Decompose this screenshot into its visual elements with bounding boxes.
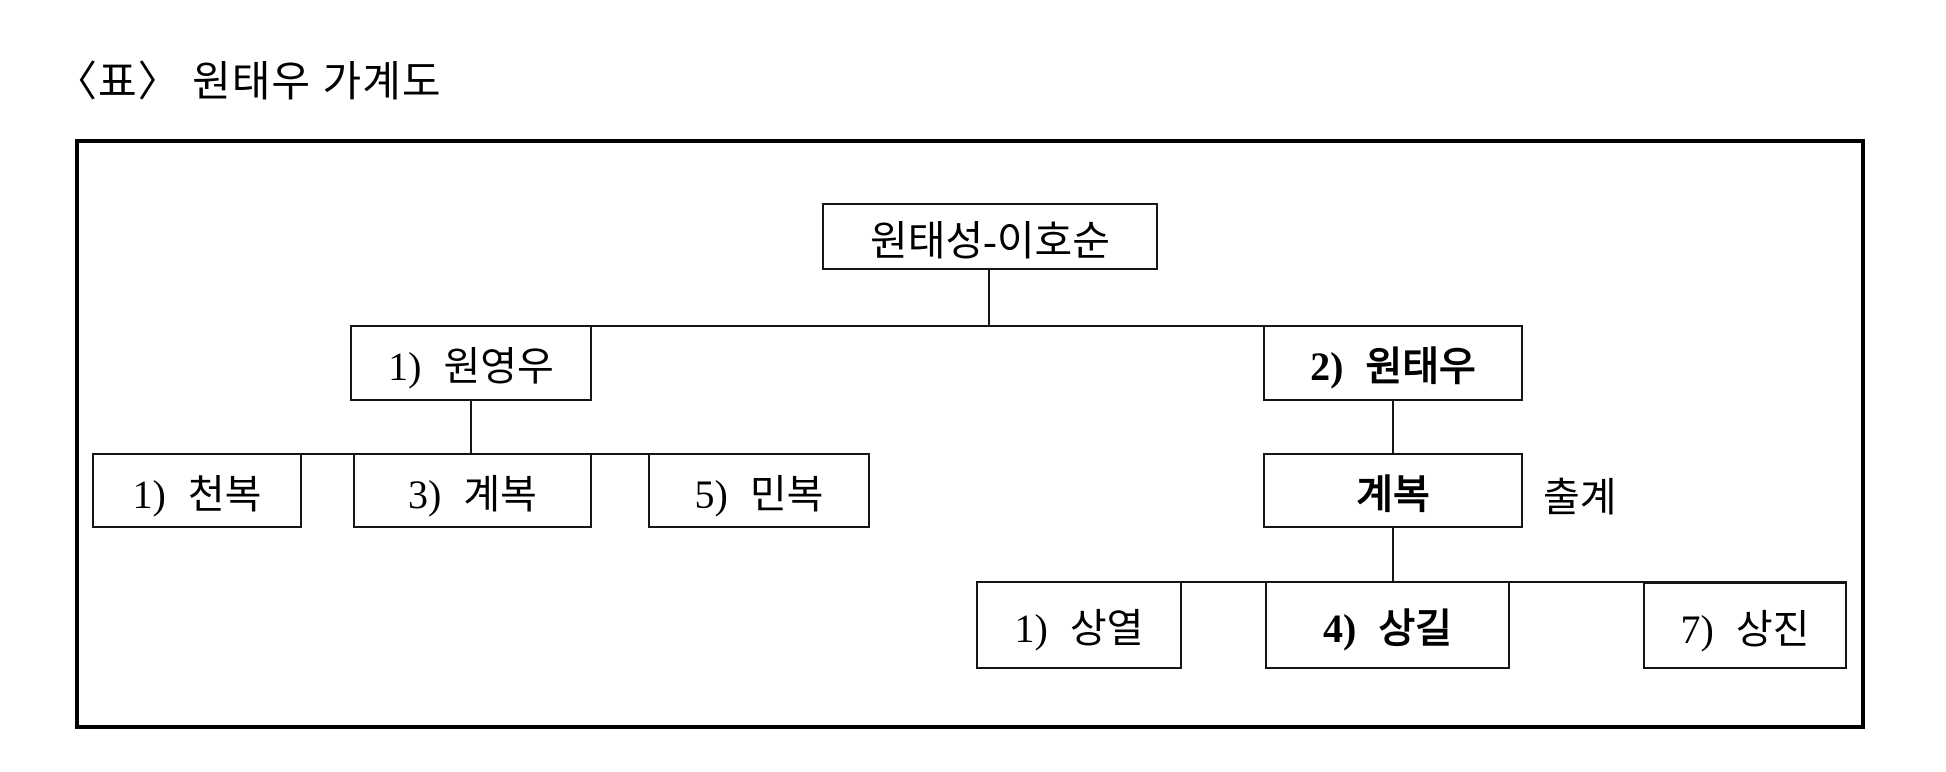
adoption-annotation: 출계 [1543,475,1617,520]
connector-generation2-horizontal [470,325,1394,327]
connector-root-vertical [988,270,990,326]
connector-son2-vertical [1392,401,1394,454]
tree-node-grandchild-cheonbok: 1) 천복 [92,453,302,528]
tree-node-son2: 2) 원태우 [1263,325,1523,401]
tree-node-gyebok-adopted: 계복 [1263,453,1523,528]
tree-node-grandchild-minbok: 5) 민복 [648,453,870,528]
connector-gyebok-vertical [1392,527,1394,582]
tree-node-grandchild-gyebok-left: 3) 계복 [353,453,592,528]
tree-node-sanggil: 4) 상길 [1265,581,1510,669]
connector-son1-vertical [470,401,472,454]
figure-title: 〈표〉 원태우 가계도 [55,60,442,106]
tree-node-sangyeol: 1) 상열 [976,581,1182,669]
tree-node-son1: 1) 원영우 [350,325,592,401]
tree-node-sangjin: 7) 상진 [1643,582,1847,669]
tree-node-root-couple: 원태성-이호순 [822,203,1158,270]
